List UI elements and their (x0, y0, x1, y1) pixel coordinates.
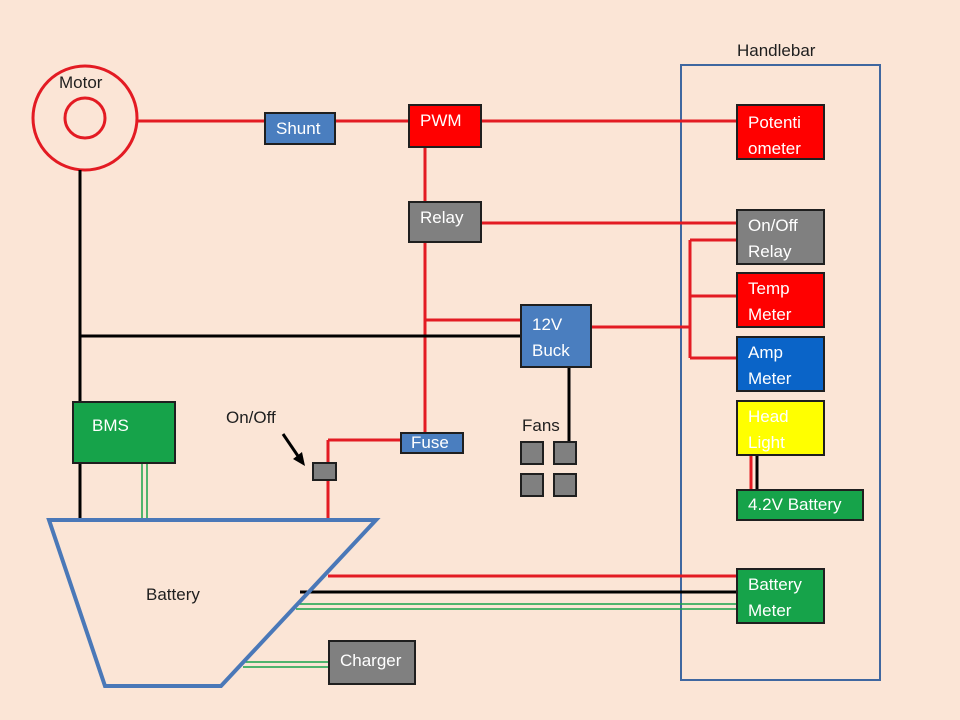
balance-wires (141, 464, 736, 668)
fan-2 (553, 441, 577, 465)
potentiometer-label-line1: Potenti (748, 113, 801, 132)
positive-wires (137, 119, 753, 578)
fan-4 (553, 473, 577, 497)
buck-converter-box: 12V Buck (520, 304, 592, 368)
on-off-relay-label-line1: On/Off (748, 216, 798, 235)
fans-label: Fans (522, 416, 560, 435)
battery-meter-label-line2: Meter (748, 601, 792, 620)
shunt-box: Shunt (264, 112, 336, 145)
amp-meter-label-line1: Amp (748, 343, 783, 362)
motor-outer-ring (31, 64, 139, 172)
temp-meter-box: Temp Meter (736, 272, 825, 328)
bms-box: BMS (72, 401, 176, 464)
motor-label: Motor (59, 73, 103, 92)
head-light-label-line1: Head (748, 407, 789, 426)
on-off-relay-label-line2: Relay (748, 242, 792, 261)
relay-label: Relay (420, 208, 464, 227)
buck-label-line1: 12V (532, 315, 563, 334)
head-light-box: Head Light (736, 400, 825, 456)
temp-meter-label-line1: Temp (748, 279, 790, 298)
handlebar-enclosure (680, 64, 881, 681)
fan-3 (520, 473, 544, 497)
on-off-relay-box: On/Off Relay (736, 209, 825, 265)
fuse-box: Fuse (400, 432, 464, 454)
motor-inner-ring (63, 96, 107, 140)
battery-4v2-box: 4.2V Battery (736, 489, 864, 521)
fan-1 (520, 441, 544, 465)
amp-meter-label-line2: Meter (748, 369, 792, 388)
battery-label: Battery (146, 585, 200, 604)
handlebar-label: Handlebar (737, 41, 816, 60)
battery-meter-box: Battery Meter (736, 568, 825, 624)
potentiometer-label-line2: ometer (748, 139, 801, 158)
bms-label: BMS (92, 416, 129, 435)
charger-box: Charger (328, 640, 416, 685)
on-off-arrowhead (293, 452, 305, 466)
pwm-label: PWM (420, 111, 462, 130)
amp-meter-box: Amp Meter (736, 336, 825, 392)
relay-box: Relay (408, 201, 482, 243)
on-off-label: On/Off (226, 408, 276, 427)
potentiometer-box: Potenti ometer (736, 104, 825, 160)
pwm-box: PWM (408, 104, 482, 148)
temp-meter-label-line2: Meter (748, 305, 792, 324)
shunt-label: Shunt (276, 119, 321, 138)
battery-pack (46, 518, 381, 688)
on-off-arrow (281, 433, 302, 460)
on-off-switch (312, 462, 337, 481)
fuse-label: Fuse (411, 433, 449, 452)
battery-meter-label-line1: Battery (748, 575, 802, 594)
buck-label-line2: Buck (532, 341, 570, 360)
battery-4v2-label: 4.2V Battery (748, 495, 842, 514)
head-light-label-line2: Light (748, 433, 785, 452)
charger-label: Charger (340, 651, 402, 670)
